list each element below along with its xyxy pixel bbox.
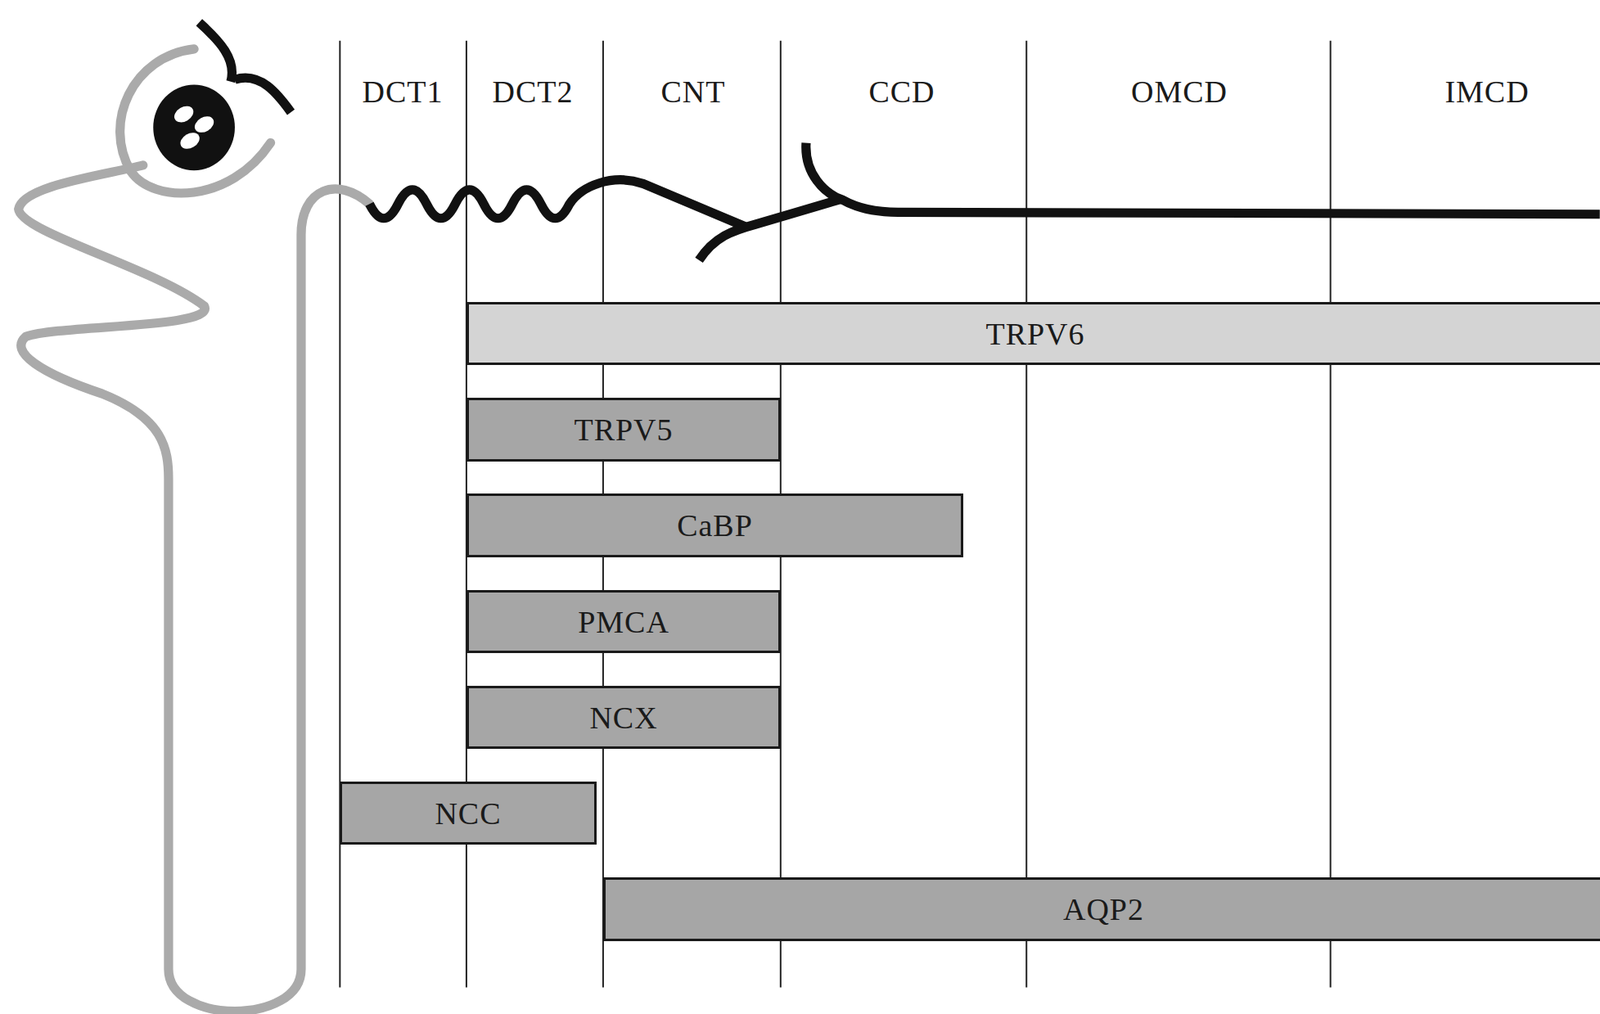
expression-bar: PMCA: [466, 590, 781, 654]
segment-label: DCT2: [492, 73, 574, 110]
protein-name: TRPV6: [985, 315, 1085, 352]
expression-bar: NCX: [466, 685, 781, 749]
protein-name: AQP2: [1063, 891, 1145, 928]
segment-label: OMCD: [1131, 73, 1228, 110]
expression-bar: AQP2: [603, 877, 1600, 942]
protein-name: NCC: [434, 795, 501, 832]
expression-bar: CaBP: [466, 493, 964, 558]
expression-bar: NCC: [339, 781, 597, 845]
expression-bar: TRPV6: [466, 301, 1600, 366]
segment-label: DCT1: [362, 73, 444, 110]
expression-bar: TRPV5: [466, 397, 781, 462]
protein-name: TRPV5: [573, 411, 673, 448]
protein-name: CaBP: [676, 507, 753, 544]
segment-label: CCD: [868, 73, 935, 110]
segment-label: CNT: [661, 73, 726, 110]
protein-name: NCX: [589, 699, 658, 736]
segment-label: IMCD: [1444, 73, 1529, 110]
protein-name: PMCA: [577, 603, 670, 640]
